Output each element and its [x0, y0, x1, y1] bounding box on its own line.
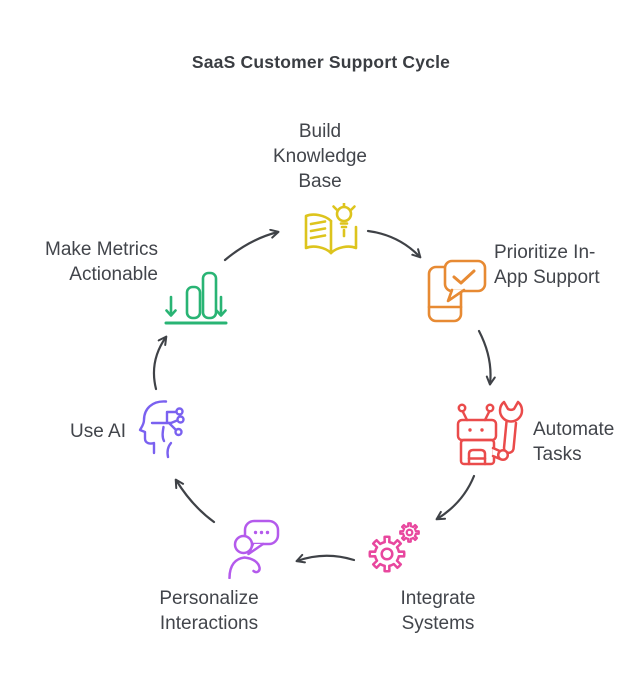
label-line: Personalize [159, 588, 259, 609]
arrow-knowledge-to-prioritize [366, 229, 422, 259]
gears-icon [368, 522, 420, 573]
open-book-lightbulb-icon [304, 203, 358, 255]
label-line: Interactions [159, 613, 259, 634]
arrow-personalize-to-useai [174, 478, 216, 524]
person-speech-bubble-icon [228, 519, 280, 579]
arrow-prioritize-to-automate [477, 329, 496, 386]
label-line: Systems [401, 613, 475, 634]
label-line: App Support [494, 267, 600, 288]
label-line: Use AI [70, 421, 126, 442]
arrow-automate-to-integrate [435, 474, 476, 521]
label-line: Prioritize In- [494, 242, 596, 263]
label-line: Knowledge [272, 146, 368, 167]
label-line: Integrate [400, 588, 476, 609]
label-line: Make Metrics [45, 239, 158, 260]
step-label-prioritize-in-app-support: Prioritize In- App Support [494, 240, 634, 290]
label-line: Build [298, 121, 342, 142]
step-label-make-metrics-actionable: Make Metrics Actionable [24, 237, 158, 287]
label-line: Tasks [533, 444, 582, 465]
step-label-automate-tasks: Automate Tasks [533, 417, 642, 467]
arrow-useai-to-metrics [152, 335, 168, 391]
step-label-use-ai: Use AI [38, 419, 126, 444]
label-line: Automate [533, 419, 615, 440]
step-label-integrate-systems: Integrate Systems [379, 586, 497, 636]
label-line: Base [298, 171, 342, 192]
arrow-metrics-to-knowledge [223, 228, 280, 262]
ai-head-circuit-icon [138, 400, 185, 459]
step-label-build-knowledge-base: Build Knowledge Base [250, 119, 390, 194]
label-line: Actionable [69, 264, 158, 285]
arrow-integrate-to-personalize [295, 553, 356, 564]
diagram-title: SaaS Customer Support Cycle [191, 52, 451, 72]
phone-chat-check-icon [427, 259, 487, 323]
step-label-personalize-interactions: Personalize Interactions [148, 586, 270, 636]
bar-chart-arrows-icon [164, 271, 228, 325]
robot-wrench-icon [456, 400, 524, 466]
